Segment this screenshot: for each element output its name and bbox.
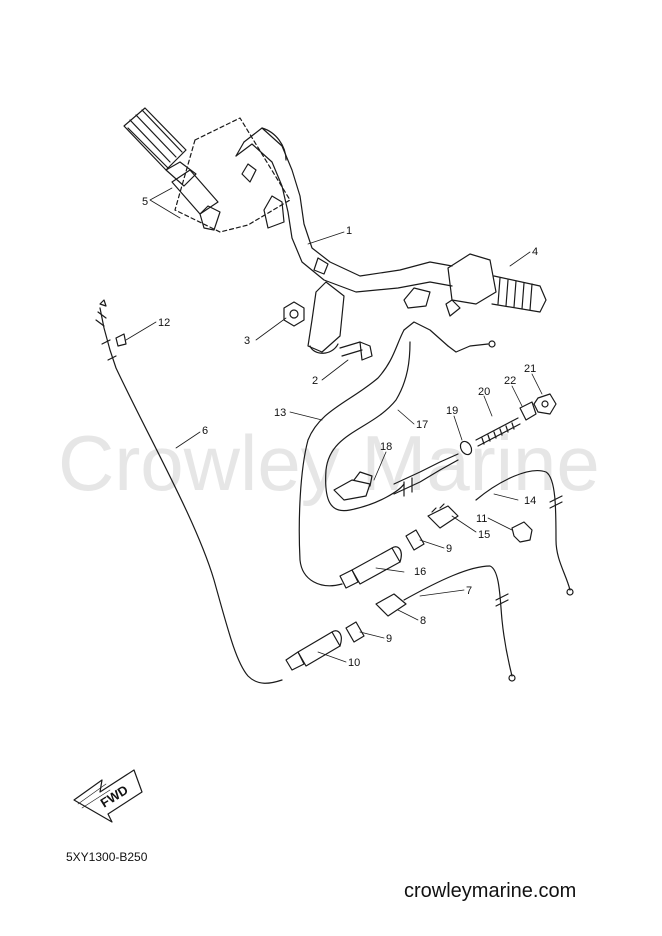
callout-11: 11: [476, 513, 487, 525]
nut-3: [283, 301, 305, 327]
cable-13: [298, 321, 496, 587]
callout-20: 20: [478, 386, 490, 398]
watermark-text: Crowley Marine: [58, 419, 600, 507]
site-url[interactable]: crowleymarine.com: [404, 880, 577, 902]
callout-15: 15: [478, 529, 490, 541]
callout-1: 1: [346, 225, 352, 237]
screw-12: [115, 333, 127, 347]
callout-8: 8: [420, 615, 426, 627]
callout-12: 12: [158, 317, 170, 329]
callout-4: 4: [532, 246, 538, 258]
callout-14: 14: [524, 495, 536, 507]
callout-9-lower: 9: [386, 633, 392, 645]
spring-20: [475, 417, 521, 447]
callout-6: 6: [202, 425, 208, 437]
callout-21: 21: [524, 363, 536, 375]
junction-8: [375, 593, 407, 617]
sleeve-9-upper: [405, 529, 425, 551]
callout-3: 3: [244, 335, 250, 347]
callout-17: 17: [416, 419, 428, 431]
handlebar: [235, 127, 453, 354]
callout-18: 18: [380, 441, 392, 453]
fwd-arrow-icon: [73, 769, 143, 823]
cable-14: [475, 470, 574, 596]
grip-exploded-box: [174, 117, 291, 233]
sleeve-9-lower: [345, 621, 365, 643]
callout-7: 7: [466, 585, 472, 597]
cable-7: [403, 565, 516, 682]
leader-lines: [125, 187, 543, 663]
callout-5: 5: [142, 196, 148, 208]
boot-16: [339, 546, 402, 589]
callout-22: 22: [504, 375, 516, 387]
cable-6: [95, 299, 283, 684]
clamp-11: [511, 521, 533, 543]
left-grip: [123, 107, 221, 231]
fitting-22: [519, 401, 537, 421]
cable-17: [325, 341, 411, 512]
bolt-2: [339, 341, 373, 361]
cable-rod-assembly: [393, 453, 459, 497]
callout-13: 13: [274, 407, 286, 419]
callout-2: 2: [312, 375, 318, 387]
clip-18: [333, 471, 373, 501]
callout-10: 10: [348, 657, 360, 669]
callout-19: 19: [446, 405, 458, 417]
callout-16: 16: [414, 566, 426, 578]
callout-9-upper: 9: [446, 543, 452, 555]
boot-10: [285, 630, 342, 671]
nut-21: [533, 393, 557, 415]
junction-15: [427, 503, 459, 529]
part-code: 5XY1300-B250: [66, 850, 148, 864]
o-ring-19: [459, 440, 473, 456]
right-grip-throttle: [445, 253, 547, 317]
